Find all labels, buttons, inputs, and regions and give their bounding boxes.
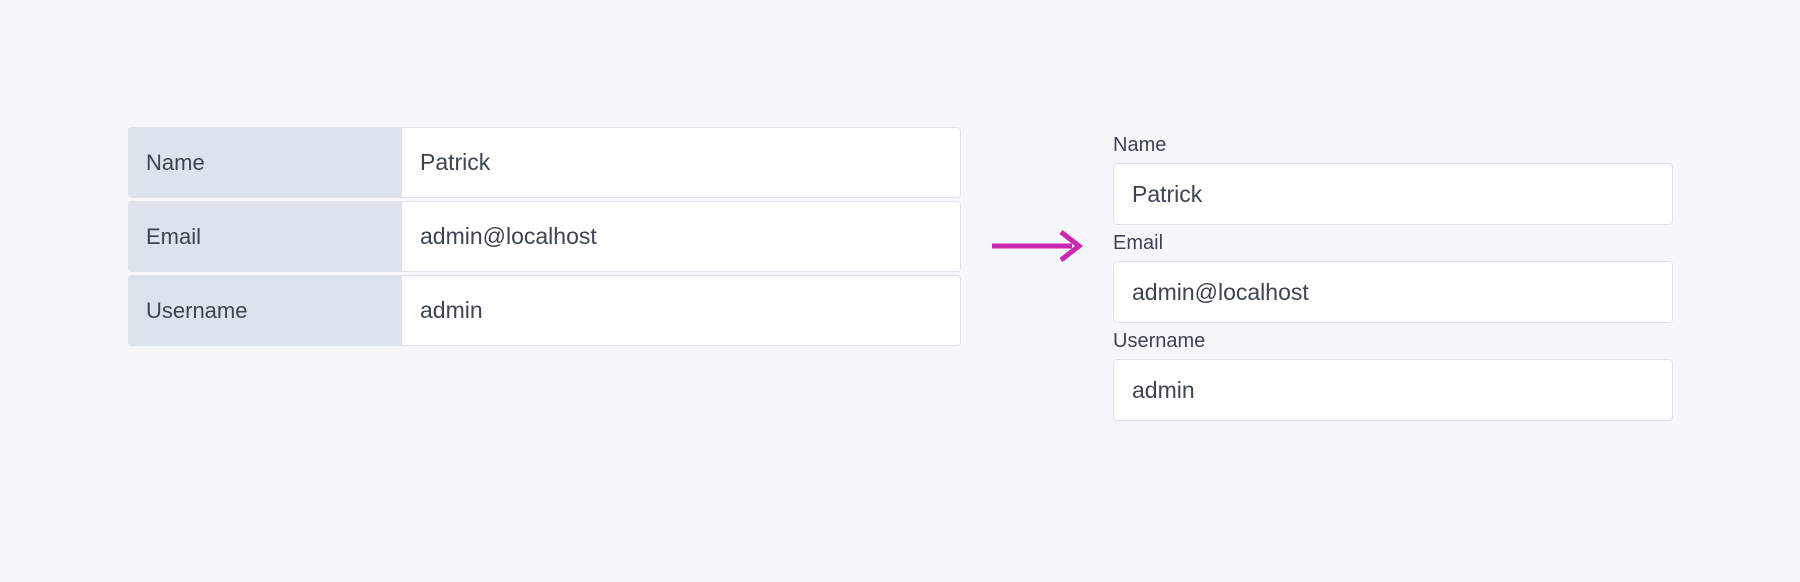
- field-group-email: Email admin@localhost: [1113, 231, 1673, 323]
- field-group-name: Name Patrick: [1113, 133, 1673, 225]
- table-row-label-email: Email: [128, 201, 402, 272]
- table-row-label-username: Username: [128, 275, 402, 346]
- table-row-label-name: Name: [128, 127, 402, 198]
- table-layout-panel: Name Patrick Email admin@localhost Usern…: [128, 127, 961, 346]
- field-label-name: Name: [1113, 134, 1167, 156]
- table-row-value-username[interactable]: admin: [402, 275, 961, 346]
- form-layout-panel: Name Patrick Email admin@localhost Usern…: [1113, 133, 1673, 421]
- arrow-right-icon: [992, 228, 1084, 264]
- table-row: Name Patrick: [128, 127, 961, 198]
- name-field[interactable]: Patrick: [1113, 163, 1673, 225]
- field-group-username: Username admin: [1113, 329, 1673, 421]
- table-row-value-name[interactable]: Patrick: [402, 127, 961, 198]
- table-row: Email admin@localhost: [128, 201, 961, 272]
- table-row: Username admin: [128, 275, 961, 346]
- table-row-value-email[interactable]: admin@localhost: [402, 201, 961, 272]
- field-label-username: Username: [1113, 330, 1206, 352]
- username-field[interactable]: admin: [1113, 359, 1673, 421]
- field-label-email: Email: [1113, 232, 1164, 254]
- email-field[interactable]: admin@localhost: [1113, 261, 1673, 323]
